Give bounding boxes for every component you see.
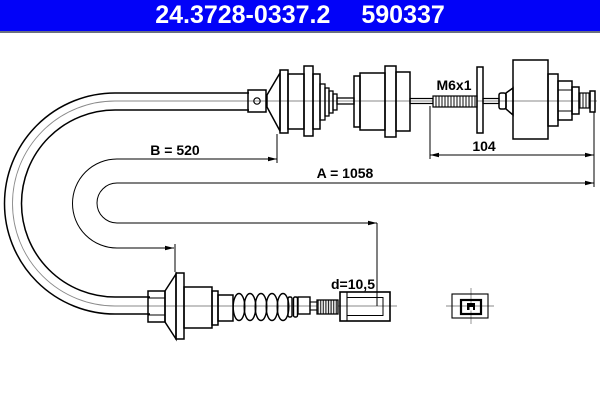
adjuster-body: [353, 65, 434, 138]
dim-a-line: [96, 182, 594, 224]
connector-block: [297, 296, 311, 315]
diameter-label: d=10,5: [331, 276, 375, 292]
dim-b-label: B = 520: [150, 142, 200, 158]
end-view-detail: [451, 293, 489, 319]
damper-cylinder-assembly: [498, 59, 596, 140]
housing-end-stop: [247, 89, 267, 113]
cable-housing-curve: [3, 92, 249, 315]
dimension-lines: [72, 106, 595, 306]
blue-header-bar: 24.3728-0337.2 590337: [0, 0, 600, 33]
dim-b-line: [72, 158, 277, 249]
lower-bellows: [232, 292, 299, 322]
reference-number: 590337: [361, 1, 445, 29]
cable-crimp-and-sleeve: [297, 291, 391, 322]
part-number: 24.3728-0337.2: [155, 1, 331, 29]
dimension-arrows: [165, 152, 594, 251]
threaded-rod-m6x1: [432, 66, 500, 134]
dim-104-label: 104: [472, 138, 496, 154]
upper-bellows-steps: [319, 83, 355, 121]
end-sleeve: [339, 291, 391, 322]
thread-size-label: M6x1: [436, 77, 471, 93]
lower-end-fitting: [147, 271, 234, 342]
hex-nut: [147, 290, 166, 323]
thread-tip: [578, 92, 591, 109]
washer-disc: [476, 66, 484, 134]
dim-a-label: A = 1058: [317, 165, 374, 181]
adjust-nut: [557, 80, 573, 121]
crimp-section: [316, 299, 339, 315]
upper-end-fitting: [266, 65, 321, 137]
